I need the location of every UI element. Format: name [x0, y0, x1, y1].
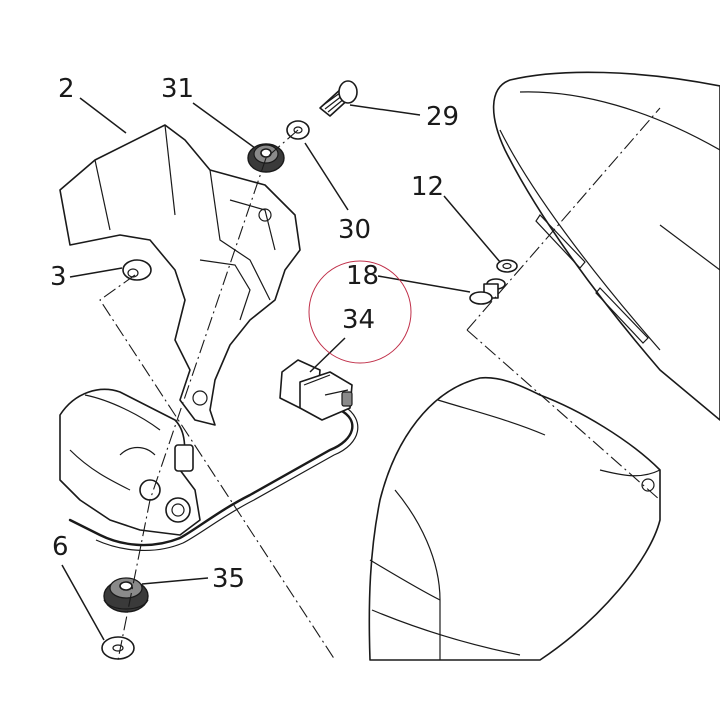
callout-12: 12: [411, 172, 444, 202]
callout-34: 34: [342, 305, 375, 335]
callout-18: 18: [346, 261, 379, 291]
tail-cover-part: [492, 71, 720, 421]
callout-30: 30: [338, 215, 371, 245]
washer-3-part: [122, 259, 152, 281]
bolt-29-part: [319, 80, 358, 117]
connector-34-part: [279, 359, 353, 421]
callout-2: 2: [58, 74, 75, 104]
highlight-circle: [308, 260, 412, 364]
spacer-18-part: [469, 278, 506, 305]
grommet-35-part: [103, 577, 149, 613]
assembly-axis-lines: [99, 107, 661, 661]
washer-6-part: [101, 636, 135, 660]
callout-29: 29: [426, 102, 459, 132]
callout-31: 31: [161, 74, 194, 104]
callout-6: 6: [52, 532, 69, 562]
wiring-harness-part: [68, 405, 359, 552]
leader-lines: [61, 97, 501, 641]
seat-cowl-part: [368, 376, 661, 661]
bracket-part: [59, 124, 301, 426]
callout-3: 3: [50, 262, 67, 292]
clip-12-part: [496, 259, 518, 273]
callout-35: 35: [212, 564, 245, 594]
actuator-housing-part: [59, 388, 201, 536]
